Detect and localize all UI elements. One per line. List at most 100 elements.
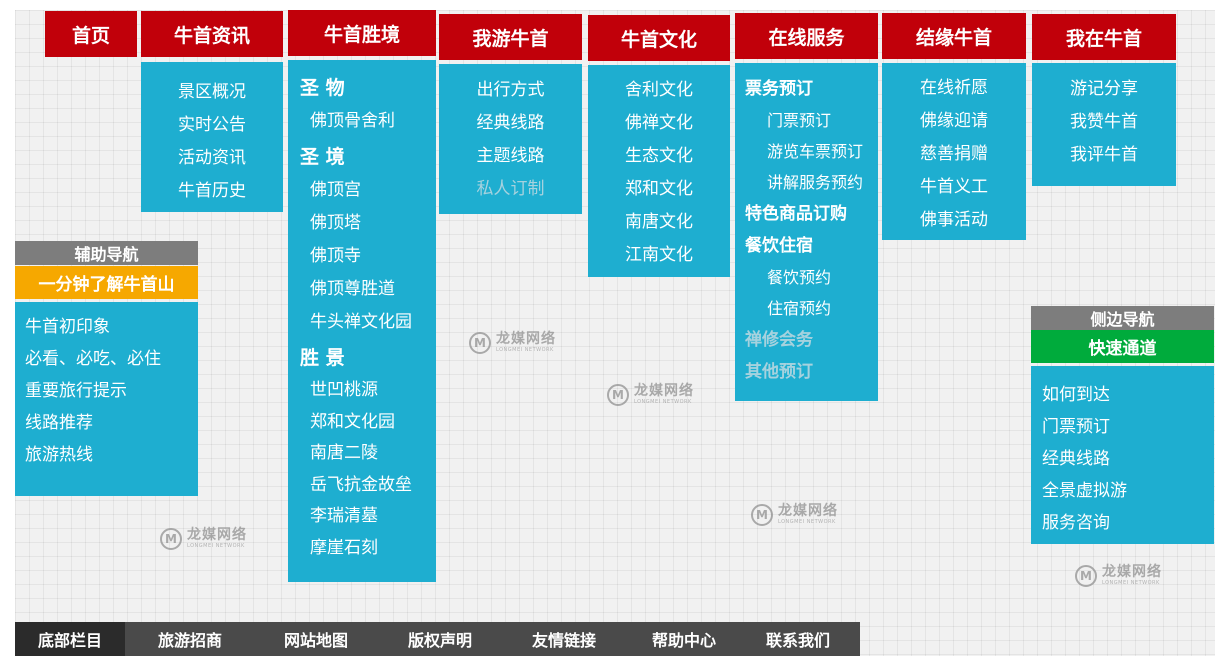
side-item-consult[interactable]: 服务咨询 bbox=[1042, 513, 1110, 533]
menu-item-custom[interactable]: 私人订制 bbox=[476, 179, 545, 199]
group-title-relics: 圣 物 bbox=[300, 77, 345, 99]
watermark-name: 龙媒网络 bbox=[634, 383, 694, 399]
tab-scenic[interactable]: 牛首胜境 bbox=[288, 10, 436, 56]
culture-dropdown: 舍利文化 佛禅文化 生态文化 郑和文化 南唐文化 江南文化 bbox=[588, 65, 730, 277]
menu-item-path[interactable]: 佛顶尊胜道 bbox=[310, 279, 395, 299]
aux-item-tips[interactable]: 重要旅行提示 bbox=[25, 381, 127, 401]
footer-item-sitemap[interactable]: 网站地图 bbox=[283, 631, 348, 650]
menu-item-relic[interactable]: 佛顶骨舍利 bbox=[310, 111, 395, 131]
menu-item-eco-culture[interactable]: 生态文化 bbox=[625, 146, 693, 166]
menu-item-volunteer[interactable]: 牛首义工 bbox=[920, 177, 988, 197]
side-nav-list: 如何到达 门票预订 经典线路 全景虚拟游 服务咨询 bbox=[1031, 366, 1214, 544]
menu-item-zen-park[interactable]: 牛头禅文化园 bbox=[310, 312, 412, 332]
watermark-name: 龙媒网络 bbox=[496, 331, 556, 347]
watermark-m-icon: M bbox=[469, 332, 491, 354]
menu-item-review[interactable]: 我评牛首 bbox=[1070, 145, 1138, 165]
side-item-routes[interactable]: 经典线路 bbox=[1042, 449, 1110, 469]
watermark-sub: LONGMEI NETWORK bbox=[1102, 580, 1160, 586]
scenic-dropdown: 圣 物 佛顶骨舍利 圣 境 佛顶宫 佛顶塔 佛顶寺 佛顶尊胜道 牛头禅文化园 胜… bbox=[288, 60, 436, 582]
side-item-vr-tour[interactable]: 全景虚拟游 bbox=[1042, 481, 1127, 501]
tab-karma[interactable]: 结缘牛首 bbox=[882, 13, 1026, 59]
aux-item-must[interactable]: 必看、必吃、必住 bbox=[25, 349, 161, 369]
menu-group-dining[interactable]: 餐饮住宿 bbox=[745, 236, 813, 256]
tab-news[interactable]: 牛首资讯 bbox=[141, 11, 283, 57]
menu-item-prayer[interactable]: 在线祈愿 bbox=[920, 78, 988, 98]
menu-item-ceremony[interactable]: 佛事活动 bbox=[920, 210, 988, 230]
menu-item-carvings[interactable]: 摩崖石刻 bbox=[310, 537, 378, 558]
footer-item-label: 底部栏目 bbox=[15, 622, 125, 656]
menu-item-relic-culture[interactable]: 舍利文化 bbox=[625, 80, 693, 100]
service-dropdown: 票务预订 门票预订 游览车票预订 讲解服务预约 特色商品订购 餐饮住宿 餐饮预约… bbox=[735, 63, 878, 401]
menu-item-travelogue[interactable]: 游记分享 bbox=[1070, 79, 1138, 99]
menu-item-lodging-booking[interactable]: 住宿预约 bbox=[767, 299, 832, 318]
menu-item-fortress[interactable]: 岳飞抗金故垒 bbox=[310, 474, 412, 495]
side-nav-title: 侧边导航 bbox=[1031, 306, 1214, 330]
footer-item-help[interactable]: 帮助中心 bbox=[651, 631, 716, 650]
watermark-m-icon: M bbox=[1075, 565, 1097, 587]
menu-item-donation[interactable]: 慈善捐赠 bbox=[920, 144, 988, 164]
menu-item-ticket-booking[interactable]: 门票预订 bbox=[767, 111, 832, 130]
menu-item-tombs[interactable]: 南唐二陵 bbox=[310, 443, 378, 463]
karma-dropdown: 在线祈愿 佛缘迎请 慈善捐赠 牛首义工 佛事活动 bbox=[882, 63, 1026, 240]
aux-nav-highlight[interactable]: 一分钟了解牛首山 bbox=[15, 266, 198, 299]
side-item-directions[interactable]: 如何到达 bbox=[1042, 385, 1110, 405]
tab-home[interactable]: 首页 bbox=[45, 11, 137, 57]
menu-item-pagoda[interactable]: 佛顶塔 bbox=[310, 213, 361, 233]
menu-item-zhenghe-park[interactable]: 郑和文化园 bbox=[310, 411, 395, 432]
menu-item-theme-route[interactable]: 主题线路 bbox=[476, 146, 545, 166]
menu-item-guide-booking[interactable]: 讲解服务预约 bbox=[767, 173, 864, 192]
watermark-m-icon: M bbox=[607, 384, 629, 406]
me-dropdown: 游记分享 我赞牛首 我评牛首 bbox=[1032, 63, 1176, 186]
watermark-sub: LONGMEI NETWORK bbox=[187, 543, 245, 549]
menu-item-palace[interactable]: 佛顶宫 bbox=[310, 180, 361, 200]
tab-travel[interactable]: 我游牛首 bbox=[439, 14, 582, 60]
watermark-m-icon: M bbox=[160, 528, 182, 550]
aux-item-impression[interactable]: 牛首初印象 bbox=[25, 317, 110, 337]
watermark-sub: LONGMEI NETWORK bbox=[778, 519, 836, 525]
travel-dropdown: 出行方式 经典线路 主题线路 私人订制 bbox=[439, 64, 582, 214]
menu-item-li-tomb[interactable]: 李瑞清墓 bbox=[310, 506, 378, 526]
menu-item-jiangnan-culture[interactable]: 江南文化 bbox=[625, 245, 693, 265]
menu-item-nantang-culture[interactable]: 南唐文化 bbox=[625, 212, 693, 232]
menu-item-activities[interactable]: 活动资讯 bbox=[178, 148, 246, 168]
group-title-sights: 胜 景 bbox=[300, 347, 345, 369]
group-title-holy-land: 圣 境 bbox=[300, 146, 345, 168]
aux-nav-title: 辅助导航 bbox=[15, 241, 198, 265]
menu-group-tickets[interactable]: 票务预订 bbox=[745, 79, 813, 99]
menu-item-peach-garden[interactable]: 世凹桃源 bbox=[310, 380, 378, 400]
tab-culture[interactable]: 牛首文化 bbox=[588, 15, 730, 61]
menu-item-zhenghe-culture[interactable]: 郑和文化 bbox=[625, 179, 693, 199]
menu-item-welcome[interactable]: 佛缘迎请 bbox=[920, 111, 988, 131]
tab-me[interactable]: 我在牛首 bbox=[1032, 14, 1176, 60]
menu-item-goods[interactable]: 特色商品订购 bbox=[745, 204, 847, 224]
menu-item-like[interactable]: 我赞牛首 bbox=[1070, 112, 1138, 132]
menu-item-overview[interactable]: 景区概况 bbox=[178, 82, 246, 102]
menu-item-transport[interactable]: 出行方式 bbox=[476, 80, 545, 100]
watermark-m-icon: M bbox=[751, 504, 773, 526]
tab-service[interactable]: 在线服务 bbox=[735, 13, 878, 59]
footer-item-copyright[interactable]: 版权声明 bbox=[407, 631, 472, 650]
footer-item-links[interactable]: 友情链接 bbox=[531, 631, 596, 650]
menu-item-meeting[interactable]: 禅修会务 bbox=[745, 330, 813, 350]
menu-item-dining-booking[interactable]: 餐饮预约 bbox=[767, 268, 832, 287]
footer-item-contact[interactable]: 联系我们 bbox=[765, 631, 830, 650]
menu-item-temple[interactable]: 佛顶寺 bbox=[310, 246, 361, 266]
menu-item-announcement[interactable]: 实时公告 bbox=[178, 115, 246, 135]
menu-item-other[interactable]: 其他预订 bbox=[745, 362, 813, 382]
watermark-name: 龙媒网络 bbox=[187, 527, 247, 543]
aux-item-routes[interactable]: 线路推荐 bbox=[25, 413, 93, 433]
footer-item-investment[interactable]: 旅游招商 bbox=[157, 631, 222, 650]
menu-item-shuttle-booking[interactable]: 游览车票预订 bbox=[767, 142, 864, 161]
aux-nav-list: 牛首初印象 必看、必吃、必住 重要旅行提示 线路推荐 旅游热线 bbox=[15, 302, 198, 496]
watermark-sub: LONGMEI NETWORK bbox=[634, 399, 692, 405]
menu-item-zen-culture[interactable]: 佛禅文化 bbox=[625, 113, 693, 133]
side-item-tickets[interactable]: 门票预订 bbox=[1042, 417, 1110, 437]
side-nav-highlight[interactable]: 快速通道 bbox=[1031, 330, 1214, 363]
menu-item-history[interactable]: 牛首历史 bbox=[178, 181, 246, 201]
aux-item-hotline[interactable]: 旅游热线 bbox=[25, 445, 93, 465]
menu-item-classic-route[interactable]: 经典线路 bbox=[476, 113, 545, 133]
